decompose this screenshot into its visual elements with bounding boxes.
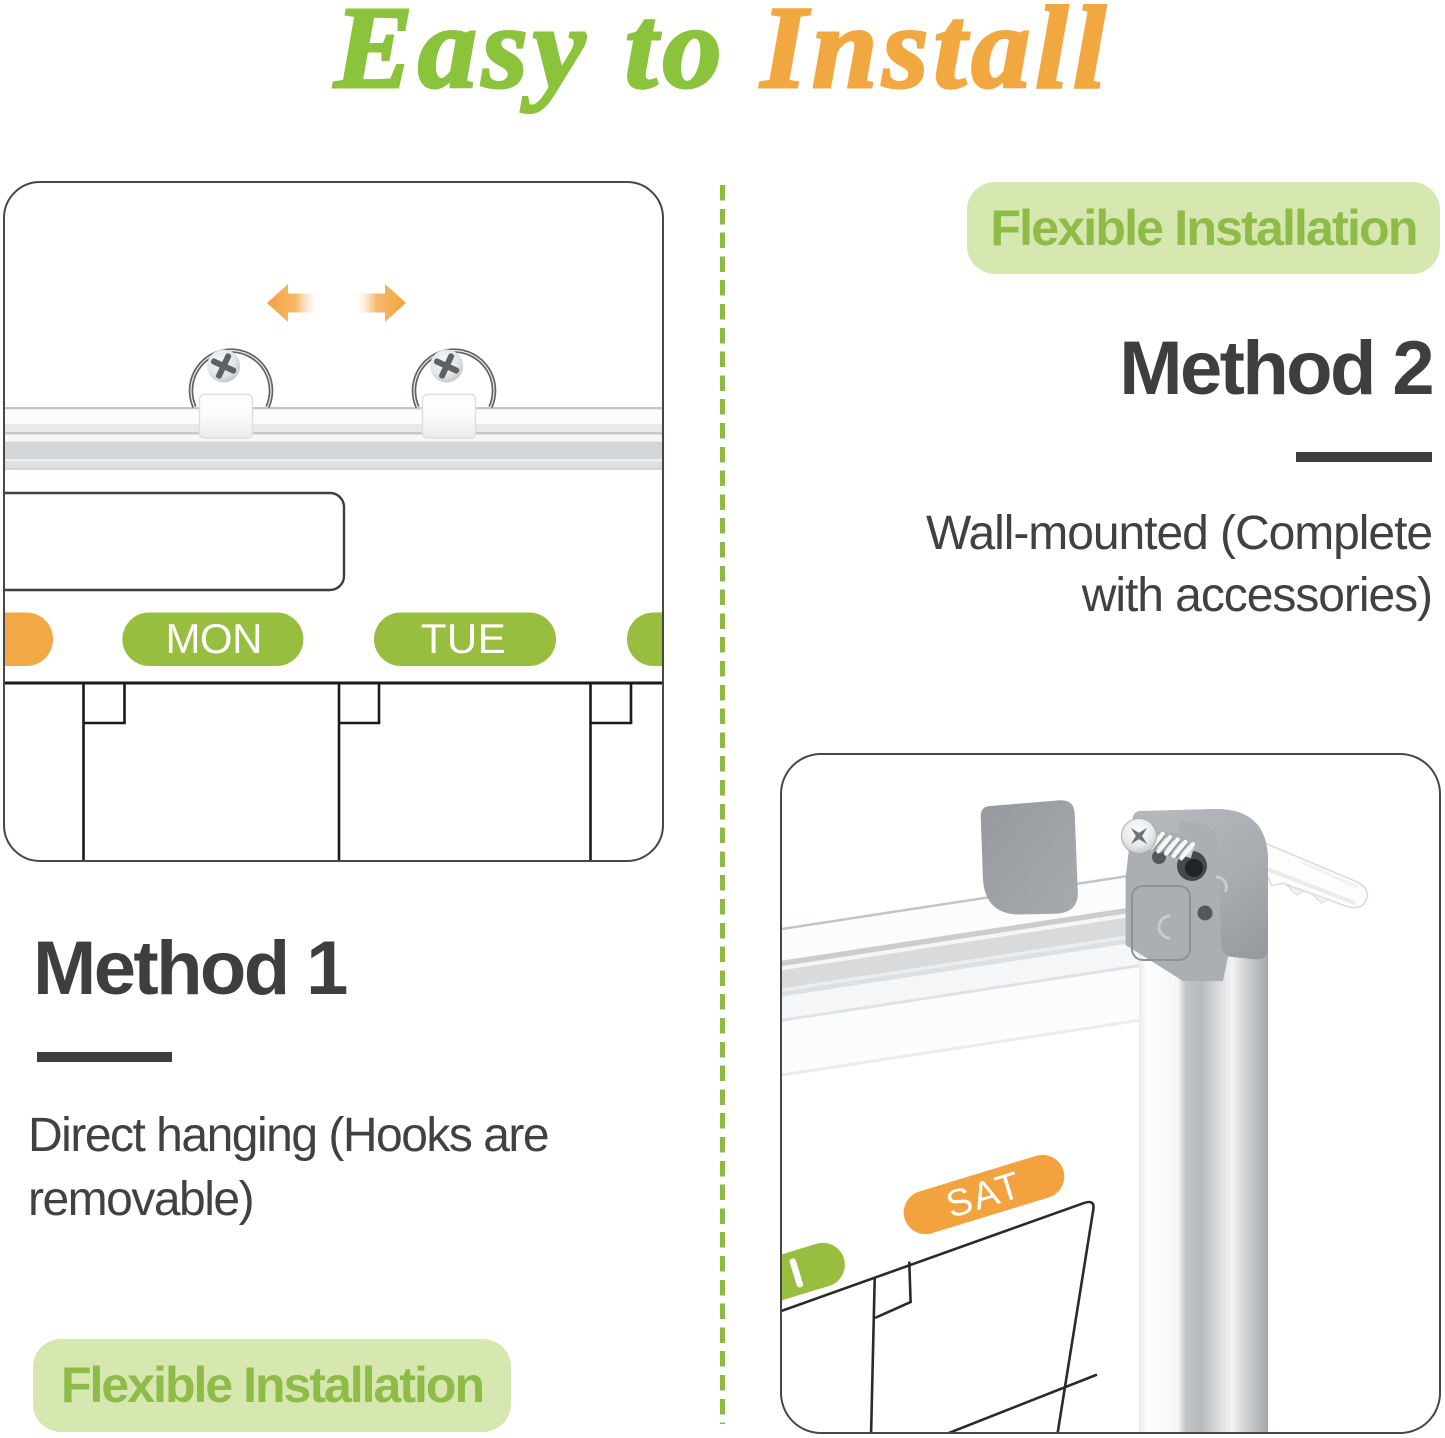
svg-text:TUE: TUE xyxy=(421,615,507,662)
svg-text:MON: MON xyxy=(165,615,262,662)
